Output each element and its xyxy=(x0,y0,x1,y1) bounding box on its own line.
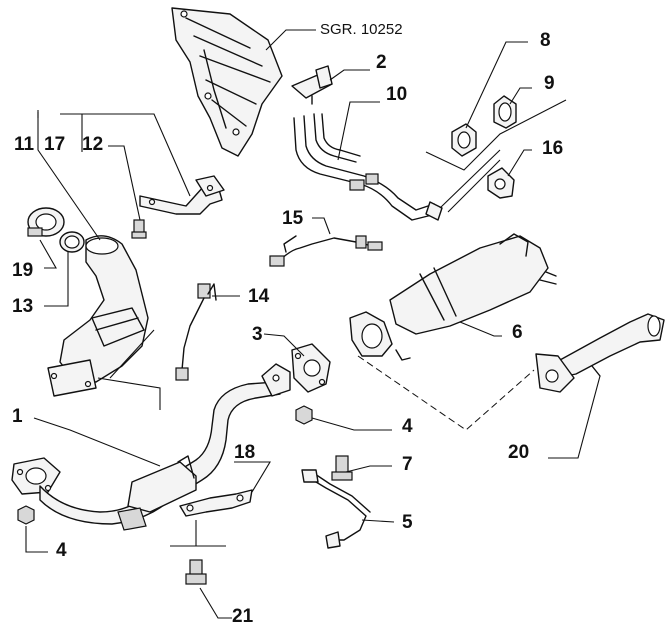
hose-clamp-9 xyxy=(493,95,517,129)
callout-2: 2 xyxy=(376,52,387,73)
reference-label: SGR. 10252 xyxy=(320,21,403,38)
callout-15: 15 xyxy=(282,208,304,229)
front-exhaust-pipe xyxy=(11,363,291,531)
nut-4-left xyxy=(17,505,35,525)
hose-clamp-8 xyxy=(451,123,477,157)
catalytic-converter xyxy=(47,235,149,397)
temperature-sensor-15 xyxy=(269,235,383,267)
callout-9: 9 xyxy=(544,73,555,94)
gasket-3 xyxy=(291,343,331,393)
pressure-sensor xyxy=(291,65,333,105)
callout-17: 17 xyxy=(44,134,65,155)
clamp-19 xyxy=(27,207,65,237)
callout-20: 20 xyxy=(508,442,529,463)
sensor-pipe-5 xyxy=(301,469,371,549)
callout-11: 11 xyxy=(14,134,35,155)
callout-16: 16 xyxy=(542,138,563,159)
rubber-mount xyxy=(487,167,515,199)
bolt-12 xyxy=(131,219,147,239)
callout-19: 19 xyxy=(12,260,33,281)
temperature-sensor-14 xyxy=(175,283,217,381)
callout-12: 12 xyxy=(82,134,103,155)
particulate-filter xyxy=(349,233,557,361)
nut-4-middle xyxy=(295,405,313,425)
callout-5: 5 xyxy=(402,512,413,533)
bracket-18 xyxy=(179,489,253,517)
callout-4-middle: 4 xyxy=(402,416,413,437)
bolt-7 xyxy=(331,455,353,481)
callout-7: 7 xyxy=(402,454,413,475)
bracket xyxy=(139,175,225,215)
callout-13: 13 xyxy=(12,296,33,317)
callout-6: 6 xyxy=(512,322,523,343)
callout-14: 14 xyxy=(248,286,270,307)
callout-3: 3 xyxy=(252,324,263,345)
bolt-21 xyxy=(185,559,207,585)
tail-pipe xyxy=(535,313,665,393)
heat-shield xyxy=(171,7,283,157)
callout-18: 18 xyxy=(234,442,255,463)
callout-10: 10 xyxy=(386,84,407,105)
callout-1: 1 xyxy=(12,406,23,427)
sensor-hoses xyxy=(293,113,443,221)
gasket-13 xyxy=(59,231,85,253)
callout-21: 21 xyxy=(232,606,254,626)
callout-8: 8 xyxy=(540,30,551,51)
callout-4-left: 4 xyxy=(56,540,67,561)
